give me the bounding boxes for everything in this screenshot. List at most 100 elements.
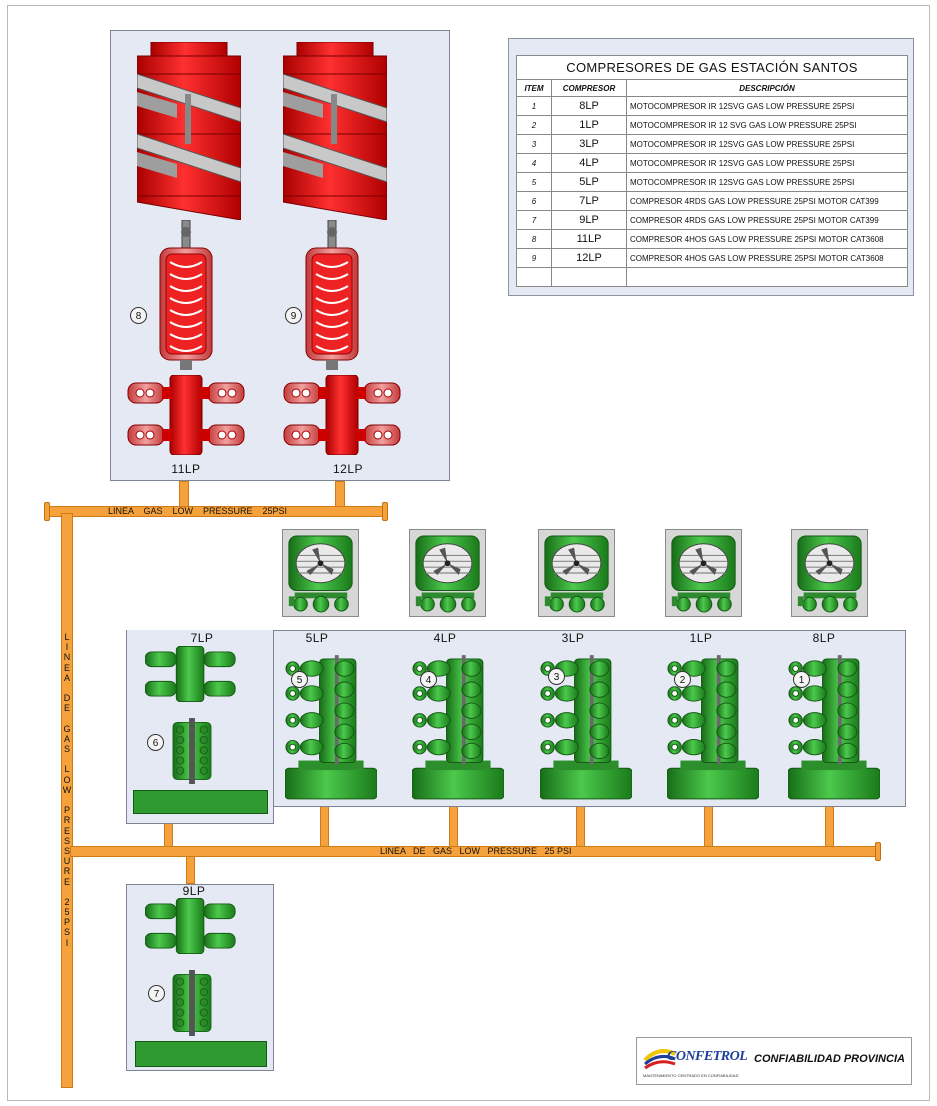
flange (875, 842, 881, 861)
table-row: 44LPMOTOCOMPRESOR IR 12SVG GAS LOW PRESS… (517, 154, 908, 173)
vertical-label-char: N (61, 650, 73, 660)
label-12lp: 12LP (318, 462, 378, 476)
cell-descripcion: COMPRESOR 4HOS GAS LOW PRESSURE 25PSI MO… (627, 230, 908, 249)
col-compresor: COMPRESOR (552, 80, 627, 97)
label-11lp: 11LP (156, 462, 216, 476)
vertical-label-char: P (61, 803, 73, 813)
cell-compresor: 7LP (552, 192, 627, 211)
callout-8: 8 (130, 307, 147, 324)
vertical-label-char: S (61, 834, 73, 844)
riser (164, 823, 173, 847)
label-1lp: 1LP (671, 631, 731, 645)
callout-1: 1 (793, 671, 810, 688)
cell-descripcion: COMPRESOR 4RDS GAS LOW PRESSURE 25PSI MO… (627, 211, 908, 230)
cell-descripcion: COMPRESOR 4RDS GAS LOW PRESSURE 25PSI MO… (627, 192, 908, 211)
compressor-7lp (145, 646, 237, 702)
vertical-label-char: E (61, 824, 73, 834)
riser-12lp (335, 481, 345, 507)
vertical-label-char: S (61, 742, 73, 752)
vertical-label-char: P (61, 915, 73, 925)
cell-descripcion: MOTOCOMPRESOR IR 12 SVG GAS LOW PRESSURE… (627, 116, 908, 135)
cell-item: 3 (517, 135, 552, 154)
vertical-label-char: D (61, 691, 73, 701)
cell-compresor: 1LP (552, 116, 627, 135)
riser (825, 806, 834, 847)
riser (320, 806, 329, 847)
table-title: COMPRESORES DE GAS ESTACIÓN SANTOS (517, 56, 908, 80)
engine-12lp (302, 220, 362, 370)
cell-item: 7 (517, 211, 552, 230)
cooler-8lp (791, 529, 868, 617)
vertical-label-char: I (61, 640, 73, 650)
vertical-label-char: L (61, 630, 73, 640)
cooler-5lp (282, 529, 359, 617)
logo-tagline: MANTENIMIENTO CENTRADO EN CONFIABILIDAD (643, 1073, 739, 1078)
cell-item: 2 (517, 116, 552, 135)
vertical-label-char: O (61, 773, 73, 783)
riser (576, 806, 585, 847)
cell-compresor: 4LP (552, 154, 627, 173)
label-5lp: 5LP (287, 631, 347, 645)
cell-item: 6 (517, 192, 552, 211)
label-8lp: 8LP (794, 631, 854, 645)
cell-compresor: 9LP (552, 211, 627, 230)
base-9lp (135, 1041, 267, 1067)
callout-4: 4 (420, 671, 437, 688)
cooler-12lp (283, 42, 387, 220)
vertical-label-char: A (61, 671, 73, 681)
cell-descripcion: MOTOCOMPRESOR IR 12SVG GAS LOW PRESSURE … (627, 97, 908, 116)
engine-11lp (156, 220, 216, 370)
vertical-label-char: R (61, 864, 73, 874)
cell-item: 4 (517, 154, 552, 173)
table-row: 79LPCOMPRESOR 4RDS GAS LOW PRESSURE 25PS… (517, 211, 908, 230)
engine-9lp (170, 962, 214, 1044)
base-7lp (133, 790, 268, 814)
vertical-label-char: I (61, 936, 73, 946)
riser-9lp (186, 856, 195, 884)
logo-brand: CONFETROL (667, 1049, 747, 1065)
cell-compresor: 11LP (552, 230, 627, 249)
cell-compresor: 8LP (552, 97, 627, 116)
col-descripcion: DESCRIPCIÓN (627, 80, 908, 97)
label-3lp: 3LP (543, 631, 603, 645)
label-4lp: 4LP (415, 631, 475, 645)
riser (704, 806, 713, 847)
col-item: ITEM (517, 80, 552, 97)
vertical-label-char: E (61, 661, 73, 671)
callout-9: 9 (285, 307, 302, 324)
cell-compresor: 5LP (552, 173, 627, 192)
flange (44, 502, 50, 521)
confetrol-logo: CONFETROL MANTENIMIENTO CENTRADO EN CONF… (636, 1037, 912, 1085)
callout-5: 5 (291, 671, 308, 688)
cell-descripcion: MOTOCOMPRESOR IR 12SVG GAS LOW PRESSURE … (627, 135, 908, 154)
flange (382, 502, 388, 521)
top-line-label: LINEA GAS LOW PRESSURE 25PSI (108, 506, 287, 516)
vertical-label-char: L (61, 762, 73, 772)
cell-compresor: 3LP (552, 135, 627, 154)
riser-11lp (179, 481, 189, 507)
cell-item: 8 (517, 230, 552, 249)
middle-line-label: LINEA DE GAS LOW PRESSURE 25 PSI (380, 846, 572, 856)
compressor-9lp (145, 898, 237, 954)
cell-descripcion: MOTOCOMPRESOR IR 12SVG GAS LOW PRESSURE … (627, 173, 908, 192)
vertical-label-char: S (61, 925, 73, 935)
cell-item: 9 (517, 249, 552, 268)
cell-item: 1 (517, 97, 552, 116)
vertical-label-char: 5 (61, 905, 73, 915)
cooler-3lp (538, 529, 615, 617)
engine-7lp (170, 710, 214, 792)
vertical-label-char: E (61, 875, 73, 885)
cell-item: 5 (517, 173, 552, 192)
cooler-4lp (409, 529, 486, 617)
callout-7: 7 (148, 985, 165, 1002)
riser (449, 806, 458, 847)
vertical-label-char: R (61, 813, 73, 823)
cell-compresor: 12LP (552, 249, 627, 268)
cell-descripcion: COMPRESOR 4HOS GAS LOW PRESSURE 25PSI MO… (627, 249, 908, 268)
